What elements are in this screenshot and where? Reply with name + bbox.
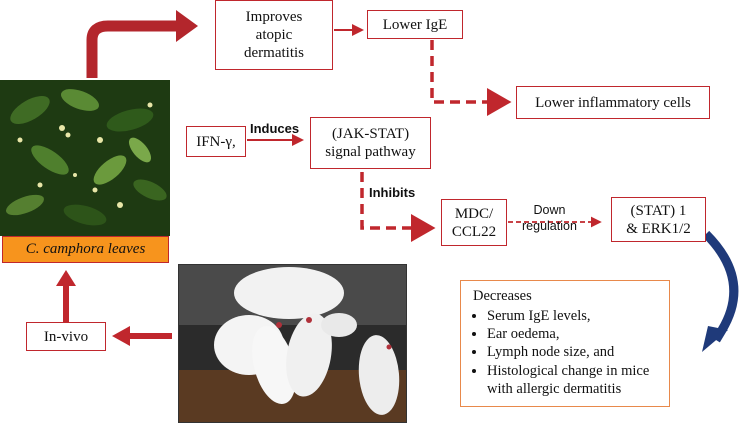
- decreases-box: Decreases Serum IgE levels, Ear oedema, …: [460, 280, 670, 407]
- camphora-label: C. camphora leaves: [2, 236, 169, 263]
- decreases-item: Ear oedema,: [487, 325, 659, 343]
- node-ifn-text: IFN-γ,: [196, 133, 236, 150]
- node-jak-stat-text: (JAK-STAT) signal pathway: [325, 126, 416, 160]
- node-invivo-text: In-vivo: [43, 328, 89, 345]
- arrow-stat-to-decreases-head: [702, 326, 728, 352]
- node-invivo: In-vivo: [26, 322, 106, 351]
- decreases-item: Histological change in mice with allergi…: [487, 362, 659, 398]
- node-mdc: MDC/ CCL22: [441, 199, 507, 246]
- decreases-heading: Decreases: [473, 288, 532, 304]
- label-down-regulation: Down regulation: [522, 203, 577, 233]
- mice-photo: [178, 264, 407, 423]
- arrow-stat-to-decreases: [702, 230, 739, 343]
- label-inhibits: Inhibits: [369, 185, 416, 200]
- node-stat-text: (STAT) 1 & ERK1/2: [626, 202, 691, 237]
- camphora-leaves-photo: [0, 80, 170, 236]
- decreases-item: Lymph node size, and: [487, 343, 659, 361]
- node-lower-inflam: Lower inflammatory cells: [516, 86, 710, 119]
- arrow-leaves-to-improves-head: [176, 10, 198, 42]
- node-mdc-text: MDC/ CCL22: [451, 205, 497, 240]
- node-lower-ige: Lower IgE: [367, 10, 463, 39]
- camphora-label-text: C. camphora leaves: [25, 241, 146, 257]
- label-induces: Induces: [250, 121, 300, 136]
- node-improves-text: Improves atopic dermatitis: [244, 9, 304, 61]
- node-improves: Improves atopic dermatitis: [215, 0, 333, 70]
- node-lower-ige-text: Lower IgE: [382, 16, 448, 33]
- arrow-invivo-to-leaves-head: [56, 270, 76, 286]
- decreases-item: Serum IgE levels,: [487, 307, 659, 325]
- node-lower-inflam-text: Lower inflammatory cells: [535, 94, 691, 111]
- arrow-jak-to-mdc: [360, 172, 436, 242]
- node-stat: (STAT) 1 & ERK1/2: [611, 197, 706, 242]
- decreases-list: Serum IgE levels, Ear oedema, Lymph node…: [473, 307, 659, 398]
- arrow-leaves-to-improves: [86, 20, 178, 78]
- node-ifn: IFN-γ,: [186, 126, 246, 157]
- node-jak-stat: (JAK-STAT) signal pathway: [310, 117, 431, 169]
- arrow-ige-to-inflam: [430, 40, 512, 116]
- arrow-mice-to-invivo-head: [112, 326, 130, 346]
